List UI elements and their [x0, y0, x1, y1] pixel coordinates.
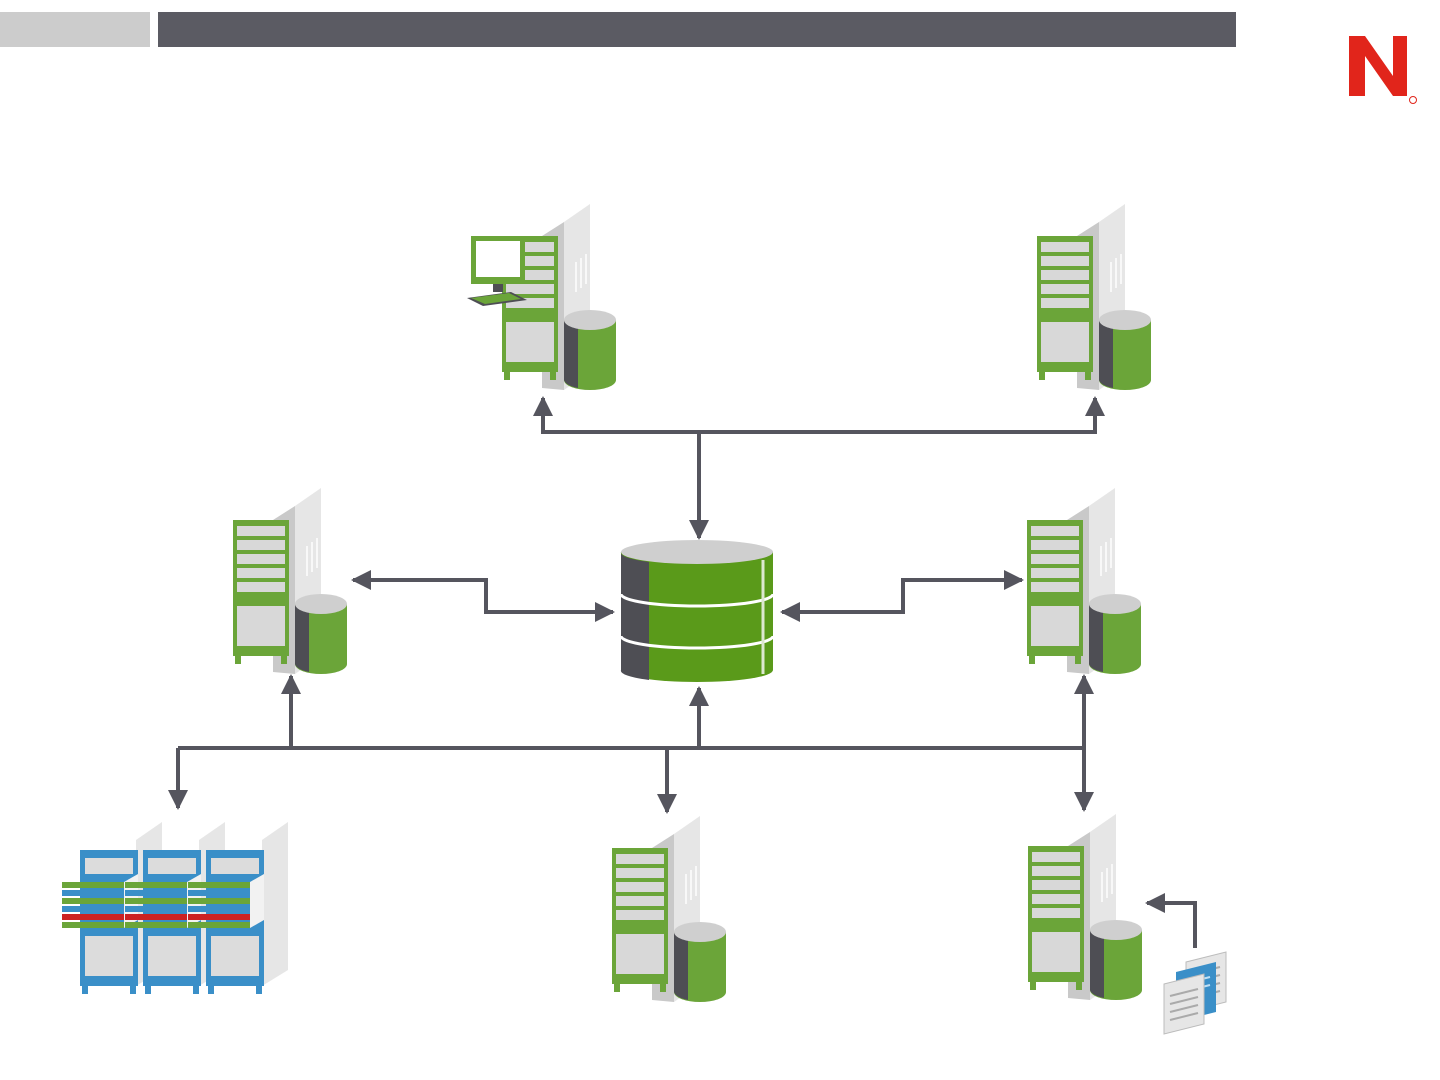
- server-middle-left: [233, 488, 347, 674]
- arrow-left-server: [353, 580, 486, 612]
- server-icon: [1028, 814, 1142, 1000]
- server-icon: [233, 488, 347, 674]
- server-icon: [612, 816, 726, 1002]
- central-database: [621, 540, 773, 682]
- server-top-right: [1037, 204, 1151, 390]
- arrow-to-top-left-server: [543, 398, 699, 432]
- monitor-icon: [467, 236, 527, 306]
- server-icon: [1027, 488, 1141, 674]
- server-bottom-right: [1028, 814, 1142, 1000]
- server-middle-right: [1027, 488, 1141, 674]
- documents: [1164, 952, 1226, 1034]
- arrow-to-top-right-server: [699, 398, 1095, 432]
- arrow-db-to-right-server: [903, 580, 1022, 612]
- arrow-docs-to-server: [1147, 903, 1195, 948]
- server-icon: [1037, 204, 1151, 390]
- arrow-right-to-db: [782, 580, 903, 612]
- arrow-db-to-left-server: [486, 580, 613, 612]
- server-bottom-middle: [612, 816, 726, 1002]
- document-icon: [1164, 974, 1204, 1034]
- server-rack-cluster: [62, 822, 288, 994]
